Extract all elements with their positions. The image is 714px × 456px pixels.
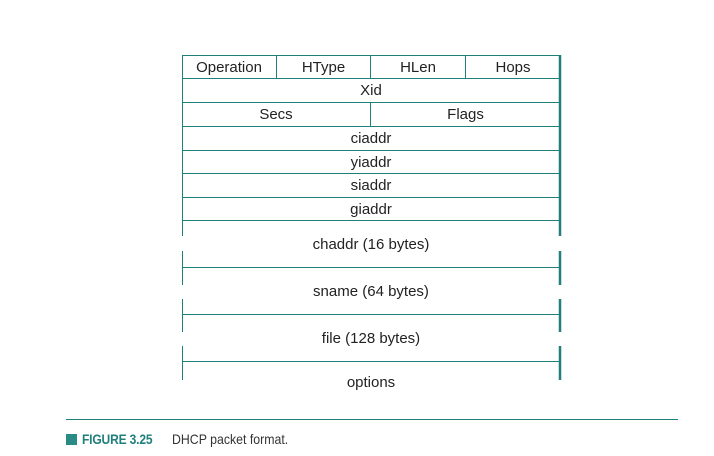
field-giaddr: giaddr <box>350 200 392 218</box>
field-chaddr: chaddr (16 bytes) <box>312 235 430 253</box>
caption-rule <box>66 419 678 420</box>
field-yiaddr: yiaddr <box>350 153 392 171</box>
figure-caption: FIGURE 3.25 DHCP packet format. <box>66 430 304 448</box>
field-secs: Secs <box>259 106 293 123</box>
field-flags: Flags <box>447 106 484 123</box>
field-htype: HType <box>301 58 346 76</box>
packet-grid-lines <box>182 55 562 380</box>
field-hlen: HLen <box>400 58 436 76</box>
caption-text: DHCP packet format. <box>172 431 289 447</box>
field-ciaddr: ciaddr <box>350 130 392 147</box>
field-xid: Xid <box>360 82 382 99</box>
field-operation: Operation <box>196 58 262 76</box>
field-sname: sname (64 bytes) <box>313 282 429 300</box>
field-file: file (128 bytes) <box>321 329 421 347</box>
field-siaddr: siaddr <box>350 177 392 194</box>
dhcp-packet-diagram: Operation HType HLen Hops Xid Secs Flags… <box>182 55 562 391</box>
field-hops: Hops <box>495 58 531 76</box>
figure-label: FIGURE 3.25 <box>82 431 153 447</box>
field-options: options <box>346 373 396 391</box>
caption-square-icon <box>66 433 77 445</box>
